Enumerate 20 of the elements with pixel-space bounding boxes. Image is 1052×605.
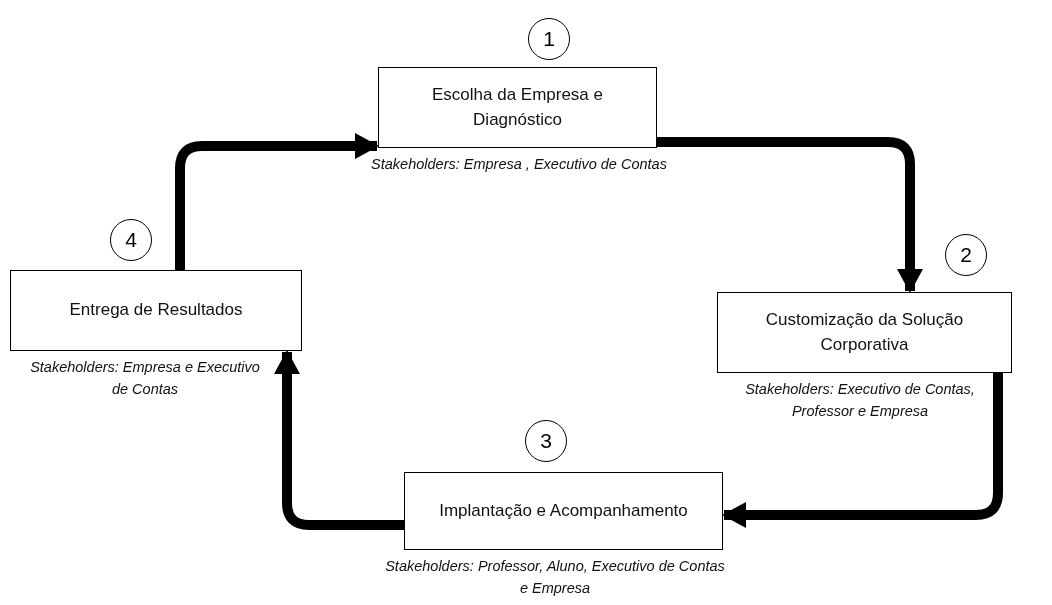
step-number-circle [110, 219, 152, 261]
step-title: Customização da Solução Corporativa [764, 308, 965, 356]
stakeholders-note: Stakeholders: Empresa e Executivo de Contas [29, 358, 261, 400]
arrow [175, 133, 379, 270]
step-title: Entrega de Resultados [68, 299, 244, 322]
stakeholders-note: Stakeholders: Executivo de Contas, Professor e Empresa [744, 380, 976, 422]
stakeholders-note: Stakeholders: Professor, Aluno, Executivo de Contas e Empresa [384, 557, 726, 599]
step-number: 4 [125, 228, 137, 252]
step-number: 2 [960, 243, 972, 267]
step-title: Implantação e Acompanhamento [438, 499, 689, 522]
arrow [274, 350, 404, 530]
arrow [657, 137, 923, 293]
step-title: Escolha da Empresa e Diagnóstico [430, 83, 604, 131]
step-number-circle [528, 18, 570, 60]
step-number-circle [945, 234, 987, 276]
stakeholders-note: Stakeholders: Empresa , Executivo de Contas [370, 155, 668, 174]
step-number: 3 [540, 429, 552, 453]
step-number: 1 [543, 27, 555, 51]
step-number-circle [525, 420, 567, 462]
arrow [722, 373, 1003, 528]
